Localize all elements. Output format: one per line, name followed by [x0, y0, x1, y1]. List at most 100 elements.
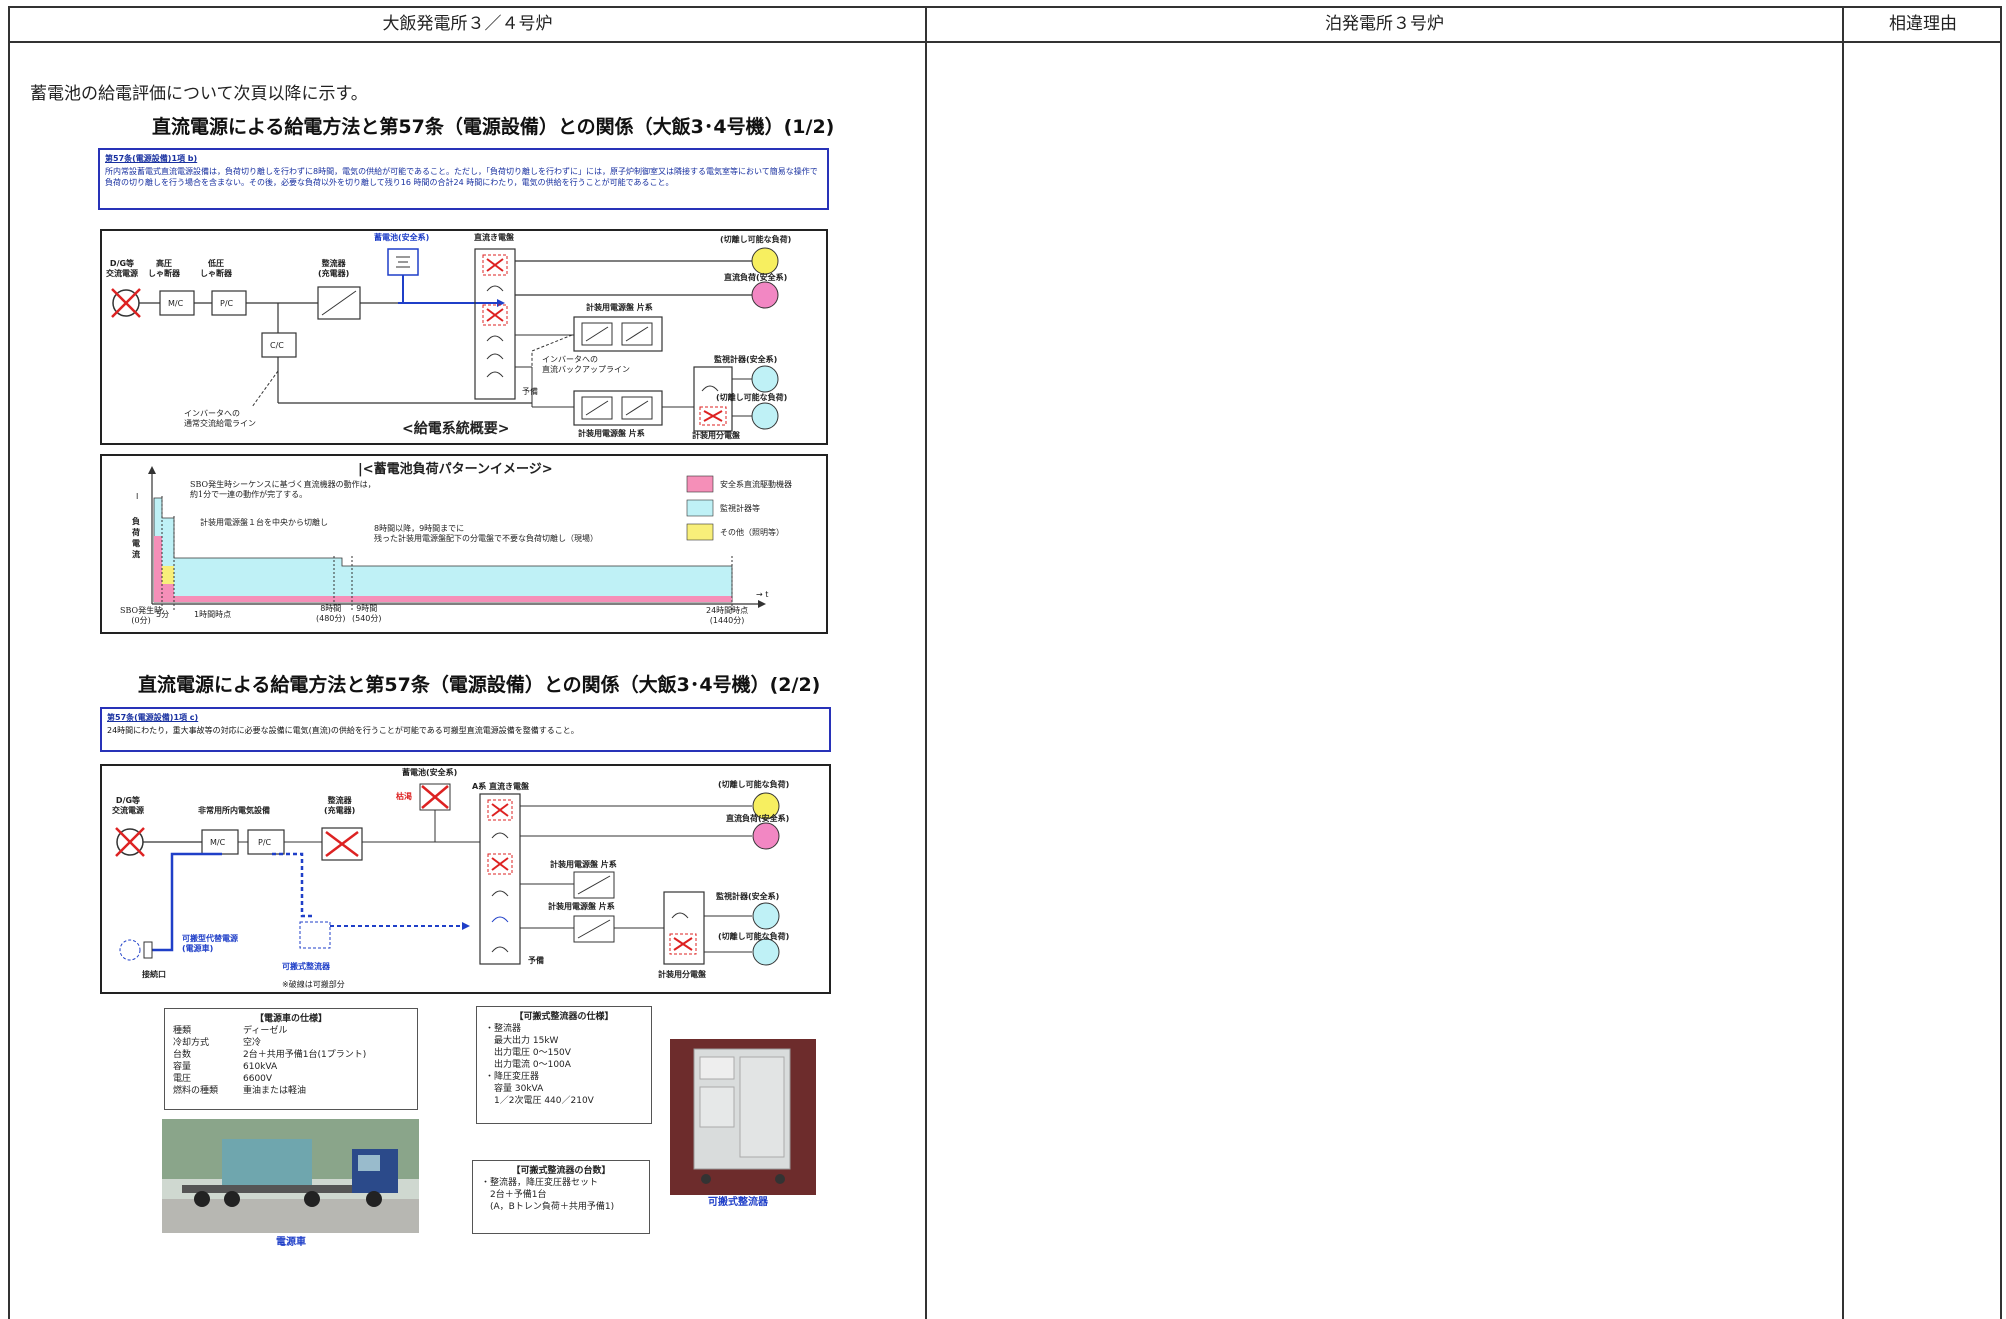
- monitor-area: [153, 497, 733, 603]
- s2-dc-load-label: 直流負荷(安全系): [726, 814, 790, 823]
- s1-mc-label: M/C: [168, 299, 184, 308]
- s1-reserve-label: 予備: [522, 387, 538, 396]
- s2-monitor-circle: [752, 902, 780, 930]
- section1-diagram-svg: [111, 247, 779, 432]
- tick-9h: 9時間 (540分): [352, 604, 382, 623]
- dc-load-circle: [751, 281, 779, 309]
- truck-spec-key: 燃料の種類: [173, 1086, 219, 1096]
- s2-load-cut-circle: [752, 792, 780, 820]
- portable-rectifier-photo: [670, 1039, 816, 1195]
- load-cut-circle: [751, 247, 779, 275]
- rectifier-count-box: 【可搬式整流器の台数】 ・整流器，降圧変圧器セット 2台＋予備1台 (A，Bトレ…: [472, 1160, 650, 1234]
- s2-load-cut2-label: (切離し可能な負荷): [718, 932, 790, 941]
- spec-line: (A，Bトレン負荷＋共用予備1): [481, 1202, 615, 1212]
- truck-spec-value: ディーゼル: [243, 1026, 288, 1036]
- tick-8h: 8時間 (480分): [316, 604, 346, 623]
- section1-req-text: 所内常設蓄電式直流電源設備は，負荷切り離しを行わずに8時間，電気の供給が可能であ…: [105, 167, 818, 187]
- section1-requirement-box: 第57条(電源設備)1項 b) 所内常設蓄電式直流電源設備は，負荷切り離しを行わ…: [98, 148, 829, 210]
- cc-box: [261, 332, 297, 358]
- truck-spec-key: 容量: [173, 1062, 192, 1072]
- s2-pc-label: P/C: [258, 838, 272, 847]
- s1-inst-panel-label: 計装用電源盤 片系: [586, 303, 653, 312]
- truck-caption: 電源車: [276, 1237, 306, 1248]
- column-header-ohi: 大飯発電所３／４号炉: [382, 14, 553, 34]
- s2-exhaust-label: 枯渇: [396, 792, 412, 801]
- section1-req-label: 第57条(電源設備)1項 b): [105, 154, 198, 163]
- rectifier-spec-lines: ・整流器 最大出力 15kW 出力電圧 0～150V 出力電流 0～100A・降…: [485, 1023, 643, 1107]
- t-axis-label: → t: [756, 590, 769, 599]
- s1-pc-label: P/C: [220, 299, 234, 308]
- s1-monitor-label: 監視計器(安全系): [714, 355, 778, 364]
- pattern-note1: SBO発生時シーケンスに基づく直流機器の動作は， 約1分で一連の動作が完了する。: [190, 480, 376, 499]
- tick-0: SBO発生時 (0分): [120, 606, 163, 625]
- s2-alt-power-symbol: [119, 939, 141, 961]
- column-divider-1: [925, 8, 927, 1319]
- truck-spec-key: 電圧: [173, 1074, 192, 1084]
- s2-emergency-label: 非常用所内電気設備: [198, 806, 270, 815]
- s2-dg-symbol: [115, 827, 145, 857]
- tick-24h: 24時間時点 (1440分): [706, 606, 749, 625]
- dg-symbol: [111, 288, 141, 318]
- legend-swatch-pink: [686, 475, 714, 493]
- intro-text: 蓄電池の給電評価について次頁以降に示す。: [30, 84, 368, 104]
- s2-portable-rect-box: [299, 921, 331, 949]
- column-header-reason: 相違理由: [1889, 14, 1957, 34]
- s1-diagram-caption: <給電系統概要>: [402, 421, 510, 437]
- s1-dc-panel-label: 直流き電盤: [474, 233, 514, 242]
- truck-spec-value: 重油または軽油: [243, 1086, 307, 1096]
- spec-line: 出力電圧 0～150V: [485, 1048, 571, 1058]
- s1-load-cut2-label: (切離し可能な負荷): [716, 393, 788, 402]
- truck-spec-key: 台数: [173, 1050, 192, 1060]
- rectifier-caption: 可搬式整流器: [708, 1197, 768, 1208]
- spec-line: ・降圧変圧器: [485, 1072, 540, 1082]
- s1-dg-label: D/G等 交流電源: [106, 259, 138, 278]
- s2-battery-label: 蓄電池(安全系): [402, 768, 458, 777]
- rectifier-spec-title: 【可搬式整流器の仕様】: [514, 1012, 614, 1022]
- truck-spec-value: 2台＋共用予備1台(1プラント): [243, 1050, 367, 1060]
- truck-spec-title: 【電源車の仕様】: [254, 1014, 327, 1024]
- section2-title: 直流電源による給電方法と第57条（電源設備）との関係（大飯3･4号機）(2/2): [138, 674, 821, 696]
- section2-req-label: 第57条(電源設備)1項 c): [107, 713, 199, 722]
- s1-inverter-ac-label: インバータへの 通常交流給電ライン: [184, 409, 256, 428]
- s1-hv-breaker-label: 高圧 しゃ断器: [148, 259, 180, 278]
- section1-title: 直流電源による給電方法と第57条（電源設備）との関係（大飯3･4号機）(1/2): [152, 116, 835, 138]
- s2-dc-load-circle: [752, 822, 780, 850]
- pattern-y-mark: I: [136, 492, 139, 501]
- truck-spec-key: 種類: [173, 1026, 192, 1036]
- load-cut2-circle: [751, 402, 779, 430]
- s2-dashed-note: ※破線は可搬部分: [282, 980, 345, 989]
- s2-connector: [143, 941, 153, 959]
- s2-pc-box: [247, 829, 285, 855]
- s1-load-cut-label: (切離し可能な負荷): [720, 235, 792, 244]
- rectifier-illustration: [670, 1039, 816, 1195]
- truck-illustration: [162, 1119, 419, 1233]
- comparison-table: 大飯発電所３／４号炉 泊発電所３号炉 相違理由: [8, 6, 2002, 1319]
- section1-load-pattern: |<蓄電池負荷パターンイメージ> SBO発生時シーケンスに基づく直流機器の動作は…: [100, 454, 828, 634]
- s2-rectifier-label: 整流器 (充電器): [324, 796, 356, 815]
- spec-line: 最大出力 15kW: [485, 1036, 559, 1046]
- s2-reserve-label: 予備: [528, 956, 544, 965]
- section2-requirement-box: 第57条(電源設備)1項 c) 24時間にわたり，重大事故等の対応に必要な設備に…: [100, 707, 831, 752]
- spec-line: 容量 30kVA: [485, 1084, 544, 1094]
- spec-line: 1／2次電圧 440／210V: [485, 1096, 594, 1106]
- mc-box: [159, 290, 195, 316]
- legend-label-2: 監視計器等: [720, 504, 760, 513]
- s1-lv-breaker-label: 低圧 しゃ断器: [200, 259, 232, 278]
- s1-inst-panel2-label: 計装用電源盤 片系: [578, 429, 645, 438]
- pattern-title: |<蓄電池負荷パターンイメージ>: [358, 462, 553, 477]
- s1-inverter-dc-label: インバータへの 直流バックアップライン: [542, 355, 630, 374]
- s2-dc-panel-label: A系 直流き電盤: [472, 782, 529, 791]
- truck-spec-row: 燃料の種類 重油または軽油: [173, 1085, 409, 1097]
- s2-dc-panel-box: [479, 793, 521, 965]
- s1-cc-label: C/C: [270, 341, 284, 350]
- section2-diagram: 蓄電池(安全系) 枯渇 A系 直流き電盤 D/G等 交流電源 非常用所内電気設備…: [100, 764, 831, 994]
- truck-spec-value: 空冷: [243, 1038, 262, 1048]
- dist-panel: [693, 366, 733, 432]
- pattern-note3: 8時間以降，9時間までに 残った計装用電源盤配下の分電盤で不要な負荷切離し（現場…: [374, 524, 598, 543]
- section2-diagram-svg: [115, 783, 780, 966]
- section1-diagram: 蓄電池(安全系) 直流き電盤 D/G等 交流電源 高圧 しゃ断器 低圧 しゃ断器…: [100, 229, 828, 445]
- inst-panel-2: [573, 390, 663, 426]
